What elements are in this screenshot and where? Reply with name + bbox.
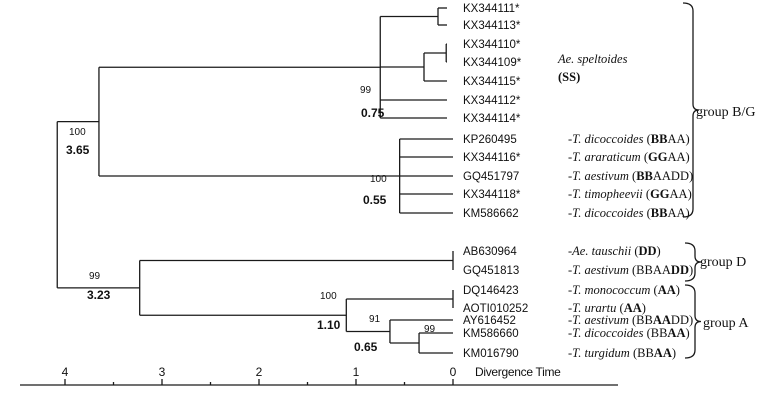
node-age-label-nSS: 0.75: [361, 106, 385, 120]
taxon-accession-KX344114: KX344114*: [463, 113, 521, 125]
cluster-label-species: Ae. speltoides: [557, 52, 628, 66]
taxon-accession-KX344109: KX344109*: [463, 57, 522, 69]
node-age-label-nA2: 0.65: [354, 340, 378, 354]
axis-tick-label-1: 1: [353, 365, 360, 379]
taxon-accession-KX344116: KX344116*: [463, 152, 521, 164]
node-age-label-nBG: 3.65: [66, 143, 90, 157]
taxon-species-KM586660: -T. dicoccoides (BBAA): [568, 326, 690, 340]
bootstrap-value-nA: 100: [320, 291, 337, 302]
taxon-accession-KX344118: KX344118*: [463, 189, 521, 201]
node-age-label-nBBGG: 0.55: [363, 193, 387, 207]
group-bracket-group-d: [684, 242, 702, 282]
taxon-accession-KX344115: KX344115*: [463, 76, 521, 88]
taxon-species-DQ146423: -T. monococcum (AA): [568, 283, 680, 297]
taxon-accession-GQ451813: GQ451813: [463, 265, 519, 277]
bootstrap-value-nA2: 91: [369, 314, 381, 325]
taxon-species-AY616452: -T. aestivum (BBAADD): [568, 313, 693, 327]
taxon-species-KM016790: -T. turgidum (BBAA): [568, 346, 676, 360]
taxon-species-AOTI010252: -T. urartu (AA): [568, 301, 646, 315]
axis-tick-label-0: 0: [450, 365, 457, 379]
taxon-species-KX344116: -T. araraticum (GGAA): [568, 150, 690, 164]
taxon-accession-KX344113: KX344113*: [463, 20, 521, 32]
taxon-accession-KP260495: KP260495: [463, 134, 517, 146]
cluster-label-genome: (SS): [558, 70, 580, 84]
axis-title: Divergence Time: [475, 365, 561, 379]
taxon-accession-KX344110: KX344110*: [463, 39, 521, 51]
taxon-species-AB630964: -Ae. tauschii (DD): [568, 244, 661, 258]
taxon-species-KP260495: -T. dicoccoides (BBAA): [568, 132, 690, 146]
group-bracket-group-a: [684, 284, 702, 359]
axis-tick-label-4: 4: [62, 365, 69, 379]
taxon-accession-KM586662: KM586662: [463, 208, 519, 220]
taxon-accession-KM586660: KM586660: [463, 328, 519, 340]
node-age-label-nA: 1.10: [317, 318, 341, 332]
taxon-species-GQ451813: -T. aestivum (BBAADD): [568, 263, 693, 277]
group-bracket-group-b-g: [682, 2, 700, 218]
taxon-accession-DQ146423: DQ146423: [463, 285, 519, 297]
taxon-species-KM586662: -T. dicoccoides (BBAA): [568, 206, 690, 220]
axis-tick-label-2: 2: [256, 365, 263, 379]
group-label-group-b-g: group B/G: [696, 105, 756, 120]
taxon-accession-AY616452: AY616452: [463, 315, 516, 327]
bootstrap-value-nSS: 99: [360, 85, 372, 96]
axis-tick-label-3: 3: [159, 365, 166, 379]
taxon-species-KX344118: -T. timopheevii (GGAA): [568, 187, 692, 201]
taxon-accession-GQ451797: GQ451797: [463, 171, 519, 183]
group-label-group-a: group A: [703, 316, 749, 331]
group-label-group-d: group D: [700, 255, 746, 270]
taxon-accession-AB630964: AB630964: [463, 246, 517, 258]
taxon-accession-KM016790: KM016790: [463, 348, 519, 360]
bootstrap-value-nBBGG: 100: [370, 174, 387, 185]
taxon-accession-KX344111: KX344111*: [463, 3, 520, 15]
node-age-label-nDA: 3.23: [87, 288, 111, 302]
taxon-accession-KX344112: KX344112*: [463, 95, 521, 107]
taxon-species-GQ451797: -T. aestivum (BBAADD): [568, 169, 693, 183]
taxon-accession-AOTI010252: AOTI010252: [463, 303, 528, 315]
bootstrap-value-nA3: 99: [424, 324, 436, 335]
bootstrap-value-nDA: 99: [89, 271, 101, 282]
bootstrap-value-nBG: 100: [69, 127, 86, 138]
